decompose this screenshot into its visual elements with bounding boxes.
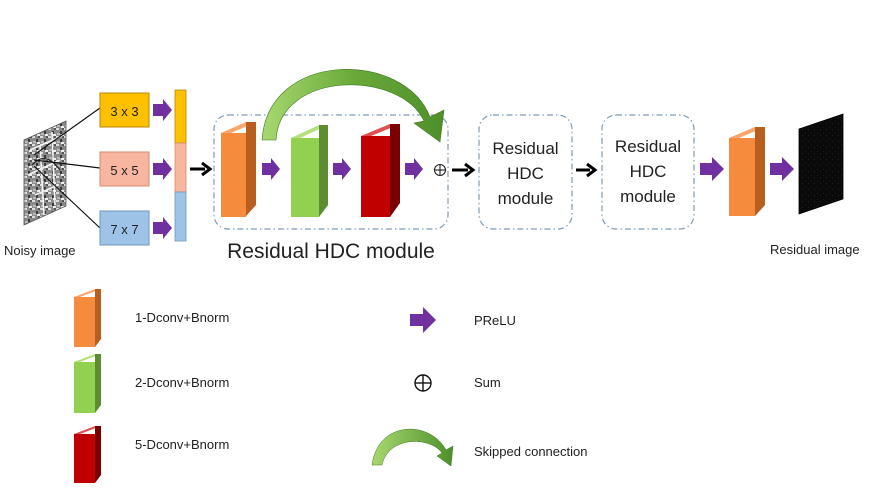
prelu-arrow-kernel-3: [153, 99, 172, 121]
module-2-label-line-2: HDC: [507, 164, 544, 183]
noisy-image: [23, 120, 67, 226]
legend-label-skip: Skipped connection: [474, 444, 587, 459]
prelu-arrow-kernel-5: [153, 158, 172, 180]
green-block-2dconv: [291, 125, 328, 217]
legend-skip-connection-icon: [371, 428, 454, 467]
arrow-to-module-2: [452, 162, 476, 178]
residual-hdc-module-3: Residual HDC module: [601, 114, 695, 230]
concat-feature-bar: [174, 89, 187, 242]
kernel-7x7: 7 x 7: [99, 210, 150, 246]
orange-block-1dconv: [221, 122, 256, 217]
legend-orange-block-icon: [74, 289, 101, 347]
residual-hdc-module-1: [213, 114, 449, 230]
prelu-arrow-2: [333, 158, 351, 180]
kernel-3x3-label: 3 x 3: [110, 104, 138, 119]
sum-icon: [433, 163, 447, 177]
kernel-5x5: 5 x 5: [99, 151, 150, 187]
arrow-to-module-3: [576, 162, 598, 178]
legend-label-1dconv: 1-Dconv+Bnorm: [135, 310, 229, 325]
prelu-arrow-5: [770, 157, 794, 181]
module-3-label-line-1: Residual: [615, 137, 681, 156]
prelu-arrow-1: [262, 158, 280, 180]
arrow-to-module-1: [190, 161, 213, 177]
residual-image: [798, 113, 844, 215]
legend-label-2dconv: 2-Dconv+Bnorm: [135, 375, 229, 390]
residual-image-label: Residual image: [770, 242, 860, 257]
kernel-7x7-label: 7 x 7: [110, 222, 138, 237]
legend: 1-Dconv+Bnorm 2-Dconv+Bnorm 5-Dconv+Bnor…: [74, 289, 587, 483]
legend-label-sum: Sum: [474, 375, 501, 390]
prelu-arrow-4: [700, 157, 724, 181]
module-1-label: Residual HDC module: [227, 240, 435, 263]
module-2-label-line-1: Residual: [492, 139, 558, 158]
red-block-5dconv: [361, 124, 400, 217]
module-3-label-line-3: module: [620, 187, 676, 206]
module-2-label-line-3: module: [498, 189, 554, 208]
module-3-label-line-2: HDC: [630, 162, 667, 181]
legend-green-block-icon: [74, 354, 101, 413]
legend-sum-icon: [414, 374, 432, 392]
noisy-image-label: Noisy image: [4, 243, 76, 258]
legend-red-block-icon: [74, 426, 101, 483]
kernel-5x5-label: 5 x 5: [110, 163, 138, 178]
input-rays: [33, 107, 101, 229]
prelu-arrow-3: [405, 158, 423, 180]
legend-prelu-arrow-icon: [410, 307, 436, 333]
residual-hdc-module-2: Residual HDC module: [478, 114, 573, 230]
prelu-arrow-kernel-7: [153, 217, 172, 239]
kernel-3x3: 3 x 3: [99, 92, 150, 128]
skip-connection-arrow: [261, 69, 445, 143]
legend-label-5dconv: 5-Dconv+Bnorm: [135, 437, 229, 452]
orange-block-final: [729, 127, 765, 216]
legend-label-prelu: PReLU: [474, 313, 516, 328]
